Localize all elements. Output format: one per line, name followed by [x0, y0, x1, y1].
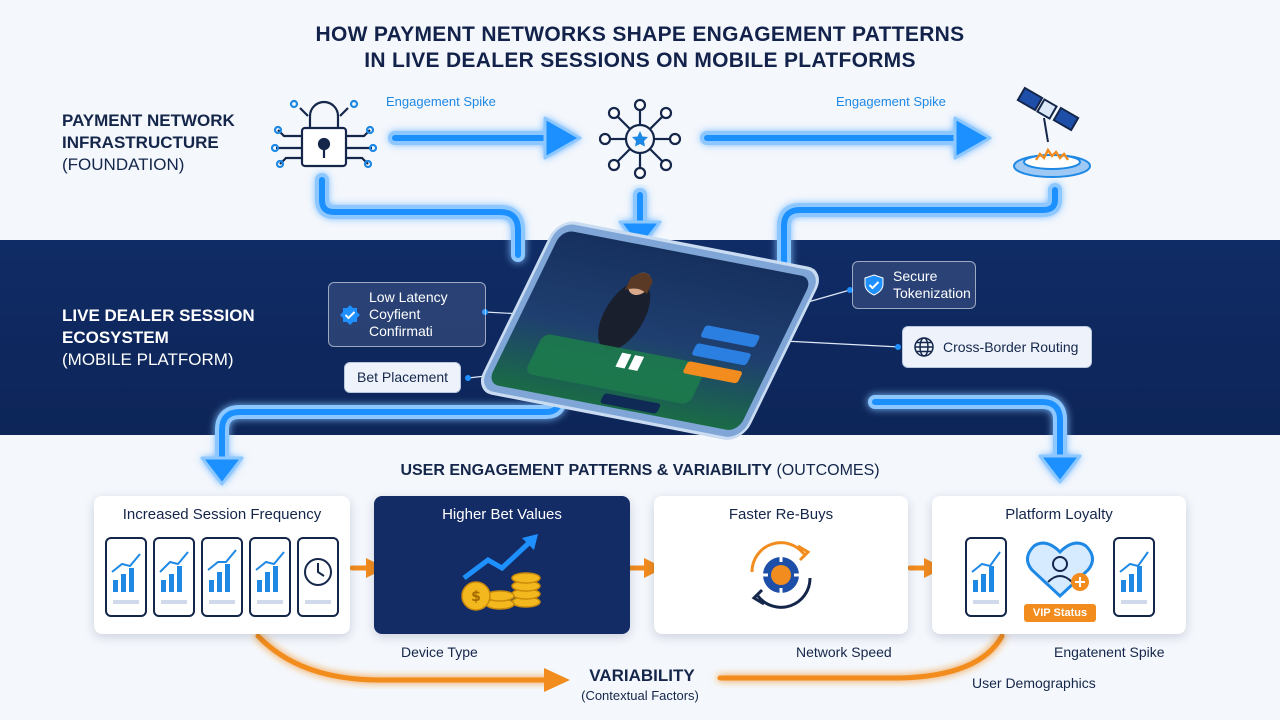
- loyalty-icons: [965, 537, 1155, 617]
- check-badge-icon: [340, 304, 360, 325]
- callout-low-latency: Low Latency Coyfient Confirmati: [328, 282, 486, 347]
- engagement-spike-label-right: Engagement Spike: [836, 94, 946, 109]
- circuit-lock-icon: [270, 92, 378, 184]
- phone-growth-charts-icon: [105, 537, 339, 617]
- outcomes-heading: USER ENGAGEMENT PATTERNS & VARIABILITY (…: [0, 462, 1280, 480]
- label-live-dealer-ecosystem: LIVE DEALER SESSION ECOSYSTEM (MOBILE PL…: [62, 305, 255, 371]
- factor-engagement-spike: Engatenent Spike: [1054, 644, 1165, 660]
- card-title-session-frequency: Increased Session Frequency: [122, 506, 322, 523]
- secure-line2: Tokenization: [893, 285, 971, 301]
- outcomes-heading-rest: (OUTCOMES): [772, 462, 880, 479]
- variability-subtitle: (Contextual Factors): [581, 688, 699, 703]
- secure-line1: Secure: [893, 268, 938, 284]
- card-higher-bet-values: Higher Bet Values $: [374, 496, 630, 634]
- card-title-faster-rebuys: Faster Re-Buys: [728, 506, 834, 523]
- card-title-platform-loyalty: Platform Loyalty: [1005, 506, 1113, 523]
- card-session-frequency: Increased Session Frequency: [94, 496, 350, 634]
- callout-cross-border: Cross-Border Routing: [902, 326, 1092, 368]
- title-line-1: HOW PAYMENT NETWORKS SHAPE ENGAGEMENT PA…: [315, 23, 965, 46]
- arrow-infra-to-network: [388, 116, 582, 160]
- bet-placement-label: Bet Placement: [357, 369, 449, 385]
- label-eco-line1: LIVE DEALER SESSION: [62, 306, 255, 325]
- arrow-network-to-satellite: [700, 116, 992, 160]
- low-latency-line1: Low Latency: [369, 289, 448, 305]
- outcomes-heading-bold: USER ENGAGEMENT PATTERNS & VARIABILITY: [400, 462, 773, 479]
- arrow-phone-to-outcomes-right: [868, 395, 1082, 484]
- refresh-chip-icon: [750, 541, 812, 609]
- engagement-spike-label-left: Engagement Spike: [386, 94, 496, 109]
- card-title-higher-bet-values: Higher Bet Values: [442, 506, 562, 523]
- low-latency-line2: Coyfient Confirmati: [369, 306, 433, 339]
- variability-curves: [255, 633, 1005, 683]
- shield-check-icon: [864, 274, 884, 296]
- label-infra-sub: (FOUNDATION): [62, 155, 185, 174]
- label-payment-infrastructure: PAYMENT NETWORK INFRASTRUCTURE (FOUNDATI…: [62, 110, 235, 176]
- factor-device-type: Device Type: [401, 644, 478, 660]
- globe-icon: [914, 337, 934, 357]
- cross-border-label: Cross-Border Routing: [943, 338, 1079, 355]
- label-infra-line2: INFRASTRUCTURE: [62, 133, 219, 152]
- network-hub-icon: [598, 96, 682, 182]
- factor-user-demographics: User Demographics: [972, 675, 1096, 691]
- satellite-dish-icon: [1008, 86, 1096, 182]
- coins-growth-icon: $: [461, 534, 541, 611]
- mobile-phone-live-dealer: [468, 214, 858, 450]
- label-eco-sub: (MOBILE PLATFORM): [62, 350, 234, 369]
- card-faster-rebuys: Faster Re-Buys: [654, 496, 908, 634]
- label-eco-line2: ECOSYSTEM: [62, 328, 169, 347]
- callout-bet-placement: Bet Placement: [344, 362, 462, 393]
- page-title: HOW PAYMENT NETWORKS SHAPE ENGAGEMENT PA…: [0, 22, 1280, 74]
- arrow-infra-to-phone: [315, 173, 525, 262]
- svg-text:$: $: [471, 589, 481, 605]
- variability-title: VARIABILITY: [589, 666, 695, 685]
- factor-network-speed: Network Speed: [796, 644, 892, 660]
- callout-secure-tokenization: Secure Tokenization: [852, 261, 976, 309]
- arrow-satellite-to-phone: [777, 183, 1062, 277]
- label-infra-line1: PAYMENT NETWORK: [62, 111, 235, 130]
- title-line-2: IN LIVE DEALER SESSIONS ON MOBILE PLATFO…: [364, 49, 916, 72]
- vip-status-badge: VIP Status: [1024, 604, 1096, 622]
